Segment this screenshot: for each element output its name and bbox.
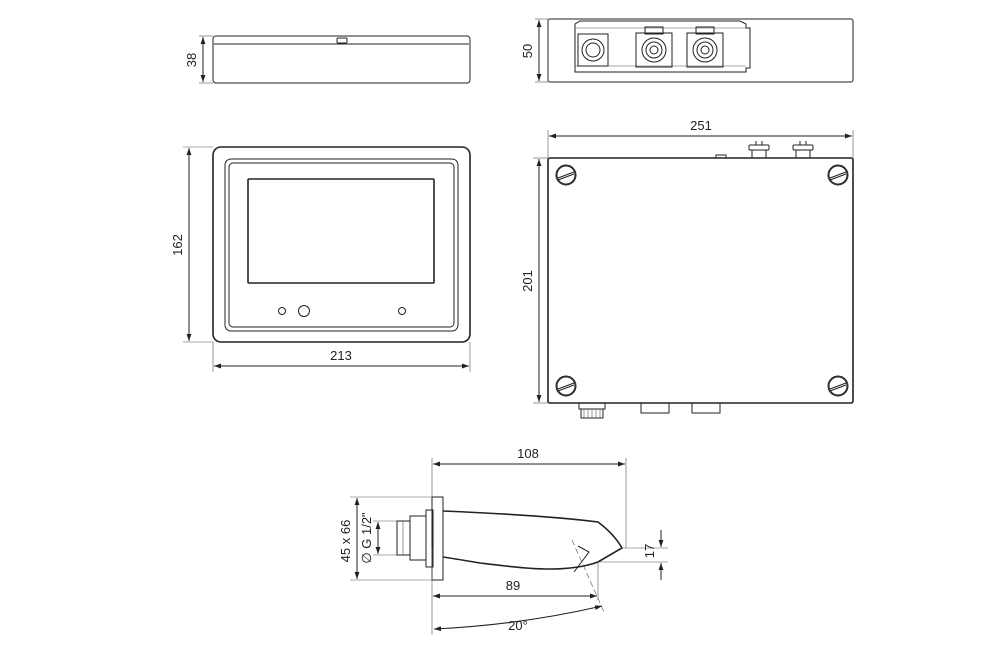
- screw-bottom-right: [827, 375, 849, 397]
- box-side-height-label: 50: [520, 44, 535, 58]
- sensor-button: [298, 305, 310, 317]
- screw-top-left: [555, 164, 577, 186]
- box-side-view: 50: [520, 18, 854, 83]
- indicator-led-2: [398, 307, 406, 315]
- spout-length-label: 108: [517, 446, 539, 461]
- box-width-label: 251: [690, 118, 712, 133]
- spout-base-size-label: 45 x 66: [338, 520, 353, 563]
- panel-width-label: 213: [330, 348, 352, 363]
- panel-side-height-label: 38: [184, 53, 199, 67]
- spout-thread-label: ∅ G 1/2": [359, 512, 374, 564]
- box-height-label: 201: [520, 270, 535, 292]
- spout-reach-label: 89: [506, 578, 520, 593]
- panel-height-label: 162: [170, 234, 185, 256]
- indicator-led-1: [278, 307, 286, 315]
- spout-angle-label: 20°: [508, 618, 528, 633]
- box-front-view: 251 201: [520, 118, 854, 419]
- spout-tip-height-label: 17: [642, 544, 657, 558]
- panel-side-view: 38: [184, 35, 471, 84]
- spout-side-view: 108 45 x 66 ∅ G 1/2" 17 89 20°: [338, 446, 668, 635]
- screw-top-right: [827, 164, 849, 186]
- display-screen: [247, 178, 435, 284]
- panel-front-view: 162 213: [170, 146, 471, 372]
- screw-bottom-left: [555, 375, 577, 397]
